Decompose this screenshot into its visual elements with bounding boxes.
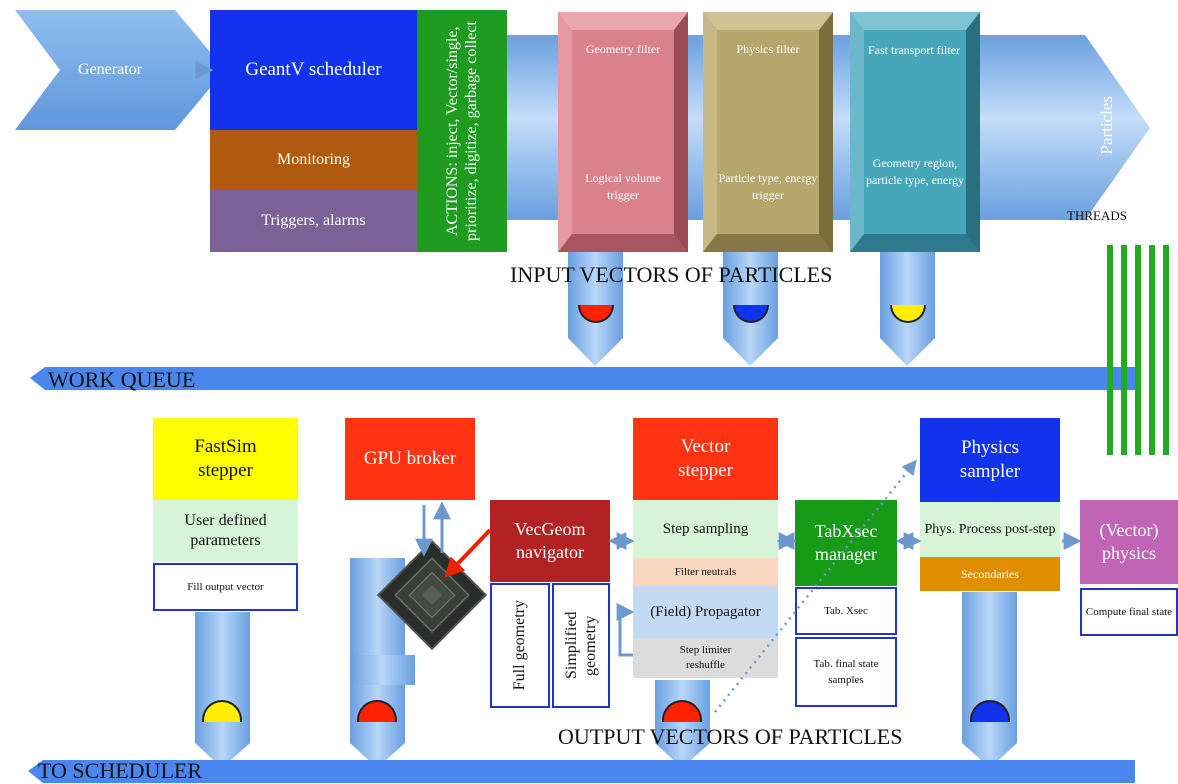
actions-label: ACTIONS: inject, Vector/single, prioriti… (444, 21, 480, 241)
full-geometry-label: Full geometry (511, 600, 528, 691)
fill-output-label: Fill output vector (187, 581, 264, 593)
fastsim-stepper-box: FastSim stepper (153, 418, 298, 500)
particles-label: Particles (1097, 95, 1116, 155)
to-scheduler-bar (28, 760, 1135, 783)
vecgeom-navigator-label: VecGeom navigator (514, 519, 586, 562)
phys-process-label: Phys. Process post-step (924, 521, 1056, 537)
work-queue-label: WORK QUEUE (48, 367, 196, 392)
generator-arrow (15, 10, 225, 130)
fast-transport-filter-title: Fast transport filter (868, 43, 960, 57)
simplified-geometry-box: Simplified geometry (552, 583, 610, 708)
physics-filter-box: Physics filter Particle type, energy tri… (703, 12, 833, 252)
field-propagator-label: (Field) Propagator (650, 603, 761, 620)
physics-filter-trigger: Particle type, energy trigger (718, 171, 818, 202)
monitoring-label: Monitoring (277, 151, 350, 168)
input-vectors-label: INPUT VECTORS OF PARTICLES (510, 262, 833, 287)
output-arrow-fastsim (195, 612, 250, 768)
gpu-broker-label: GPU broker (363, 448, 457, 469)
physics-sampler-box: Physics sampler (920, 418, 1060, 502)
geometry-filter-trigger: Logical volume trigger (585, 171, 661, 202)
threads-label: THREADS (1067, 208, 1127, 223)
secondaries-box: Secondaries (920, 557, 1060, 591)
vector-stepper-box: Vector stepper (633, 418, 778, 500)
fast-transport-filter-trigger: Geometry region, particle type, energy (865, 156, 965, 187)
vecgeom-navigator-box: VecGeom navigator (490, 500, 610, 582)
to-scheduler-label: TO SCHEDULER (38, 758, 202, 783)
field-propagator-box: (Field) Propagator (633, 586, 778, 638)
fast-transport-filter-box: Fast transport filter Geometry region, p… (850, 12, 980, 252)
vector-stepper-label: Vector stepper (678, 436, 733, 481)
filter-neutrals-label: Filter neutrals (674, 566, 737, 578)
compute-final-box: Compute final state (1080, 588, 1178, 636)
gpu-broker-box: GPU broker (345, 418, 475, 500)
triggers-label: Triggers, alarms (261, 212, 366, 229)
input-arrow-1 (568, 240, 623, 366)
output-vectors-label: OUTPUT VECTORS OF PARTICLES (558, 724, 903, 749)
phys-process-box: Phys. Process post-step (920, 502, 1060, 557)
vector-physics-box: (Vector) physics (1080, 500, 1178, 584)
full-geometry-box: Full geometry (490, 583, 550, 708)
tab-xsec-box: Tab. Xsec (795, 587, 897, 635)
tabxsec-manager-label: TabXsec manager (814, 521, 878, 564)
physics-sampler-label: Physics sampler (959, 437, 1021, 482)
simplified-geometry-label: Simplified geometry (563, 611, 599, 680)
triggers-box: Triggers, alarms (210, 190, 417, 252)
step-sampling-box: Step sampling (633, 500, 778, 558)
filter-neutrals-box: Filter neutrals (633, 558, 778, 586)
threads-lines (1107, 245, 1169, 455)
compute-final-label: Compute final state (1085, 606, 1173, 618)
user-params-box: User defined parameters (153, 500, 298, 562)
step-limiter-box: Step limiter reshuffle (633, 638, 778, 678)
geometry-filter-box: Geometry filter Logical volume trigger (558, 12, 688, 252)
monitoring-box: Monitoring (210, 130, 417, 190)
actions-box: ACTIONS: inject, Vector/single, prioriti… (417, 10, 507, 252)
input-arrow-2 (723, 240, 778, 366)
tab-final-state-label: Tab. final state samples (813, 658, 879, 686)
input-arrow-3 (880, 240, 935, 366)
output-arrow-physics (962, 592, 1017, 768)
geantv-scheduler-label: GeantV scheduler (245, 59, 382, 80)
generator-label: Generator (78, 61, 142, 78)
geometry-filter-title: Geometry filter (585, 42, 661, 56)
geantv-scheduler-box: GeantV scheduler (210, 10, 417, 130)
step-limiter-label: Step limiter reshuffle (679, 644, 732, 671)
fastsim-stepper-label: FastSim stepper (194, 436, 257, 481)
secondaries-label: Secondaries (961, 566, 1019, 581)
tab-xsec-label: Tab. Xsec (824, 605, 868, 617)
physics-filter-title: Physics filter (736, 42, 800, 56)
fill-output-box: Fill output vector (153, 563, 298, 611)
tabxsec-manager-box: TabXsec manager (795, 500, 897, 586)
work-queue-bar (30, 367, 1135, 390)
step-sampling-label: Step sampling (662, 520, 749, 537)
user-params-label: User defined parameters (184, 512, 267, 549)
vector-physics-label: (Vector) physics (1099, 520, 1159, 563)
tab-final-state-box: Tab. final state samples (795, 637, 897, 707)
